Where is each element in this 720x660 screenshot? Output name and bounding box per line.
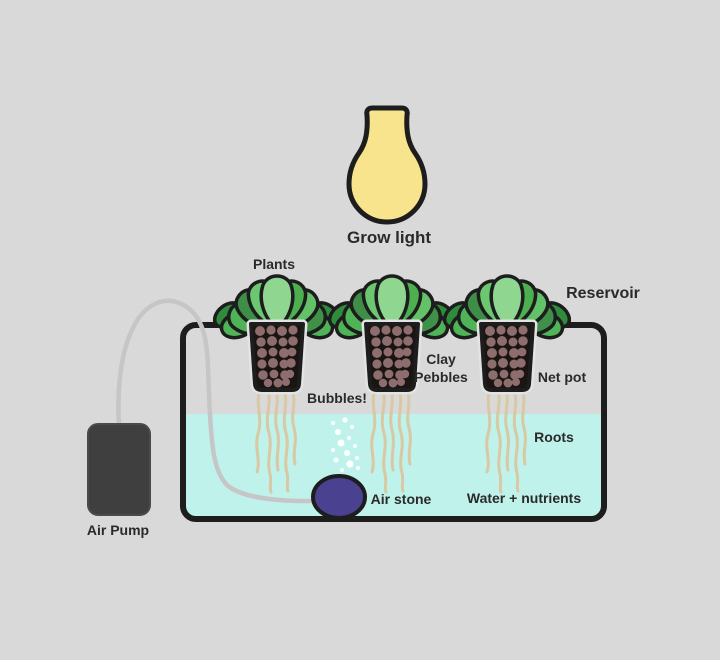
net-pot-label: Net pot [537, 369, 587, 386]
grow-light-bulb [346, 105, 428, 225]
air-pump-label: Air Pump [86, 522, 150, 539]
net-pot [481, 324, 533, 390]
reservoir-label: Reservoir [566, 284, 640, 302]
grow-light-label: Grow light [346, 228, 432, 248]
bubbles [331, 417, 360, 472]
bubbles-label: Bubbles! [307, 390, 367, 407]
air-tube [116, 298, 317, 504]
plants-label: Plants [252, 256, 296, 273]
air-stone [311, 474, 367, 520]
clay-pebbles-label: Clay Pebbles [414, 351, 468, 385]
water-nutrients-label: Water + nutrients [466, 490, 582, 507]
roots-label: Roots [534, 429, 574, 446]
air-stone-label: Air stone [370, 491, 432, 508]
net-pot [251, 324, 303, 390]
air-pump [87, 423, 151, 516]
